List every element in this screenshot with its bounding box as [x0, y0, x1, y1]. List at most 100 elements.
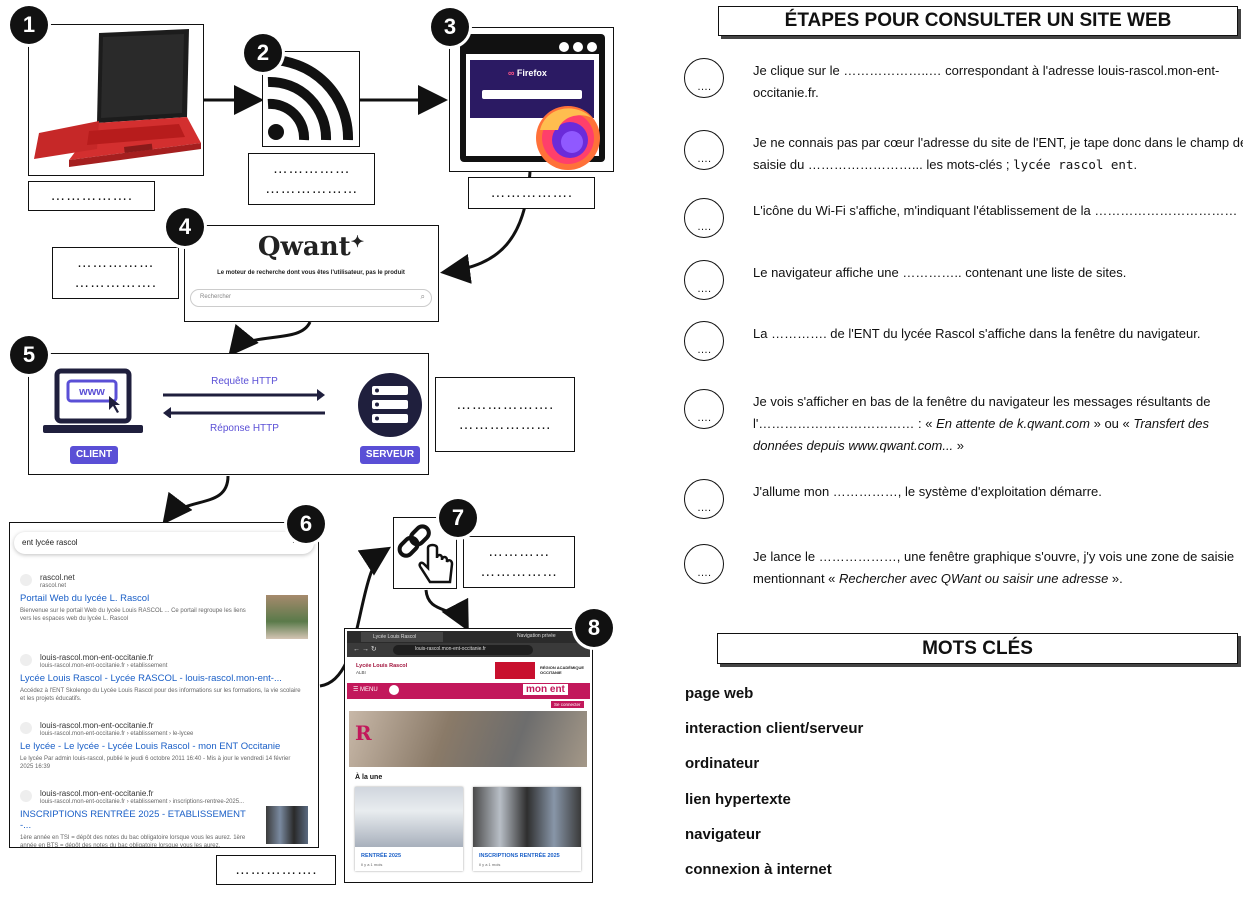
answer-circle[interactable]: …. [684, 479, 724, 519]
qwant-search-input[interactable]: Rechercher ⌕ [190, 289, 432, 307]
serp-url: louis-rascol.mon-ent-occitanie.fr › etab… [40, 799, 245, 805]
answer-box-3[interactable]: ……………. [468, 177, 595, 209]
answer-circle[interactable]: …. [684, 544, 724, 584]
etape-statement: Je vois s'afficher en bas de la fenêtre … [753, 394, 1211, 453]
client-computer-icon: www [43, 368, 143, 433]
step4-qwant-box: Qwant✦ Le moteur de recherche dont vous … [184, 225, 439, 322]
ent-banner-logo: R [355, 721, 372, 745]
ent-card2-title: INSCRIPTIONS RENTRÉE 2025 [479, 853, 560, 859]
answer-box-2[interactable]: …………………………… [248, 153, 375, 205]
occitanie-logo [495, 662, 535, 679]
serp-title[interactable]: Le lycée - Le lycée - Lycée Louis Rascol… [20, 741, 281, 752]
ent-tabbar: Lycée Louis Rascol Navigation privée [347, 631, 590, 643]
step-number-8: 8 [575, 609, 613, 647]
serp-site: louis-rascol.mon-ent-occitanie.fr [40, 721, 154, 730]
keyword: page web [685, 685, 754, 702]
result-thumbnail-4 [266, 806, 308, 844]
wifi-icon [267, 54, 354, 141]
answer-circle[interactable]: …. [684, 130, 724, 170]
ent-header: Lycée Louis Rascol ALBI RÉGION ACADÉMIQU… [347, 657, 590, 683]
serp-url: louis-rascol.mon-ent-occitanie.fr › etab… [40, 663, 168, 669]
step-number-1: 1 [10, 6, 48, 44]
ent-monent-logo: mon ent [523, 684, 568, 695]
arrow-6-7 [319, 546, 392, 688]
students-image [473, 787, 581, 847]
arrow-5-6 [162, 475, 230, 525]
private-search-bar [482, 90, 582, 99]
ent-login[interactable]: Se connecter [551, 701, 584, 708]
ent-card-1[interactable]: RENTRÉE 2025 Il y a 1 mois [355, 787, 463, 871]
etape-statement: L'icône du Wi-Fi s'affiche, m'indiquant … [753, 203, 1238, 218]
client-label: CLIENT [70, 446, 118, 464]
answer-box-8[interactable]: ……………. [216, 855, 336, 885]
request-label: Requête HTTP [211, 376, 278, 387]
ent-city: ALBI [356, 670, 366, 675]
serp-search-input[interactable]: ent lycée rascol × [14, 532, 314, 554]
step-number-6: 6 [287, 505, 325, 543]
answer-circle[interactable]: …. [684, 321, 724, 361]
site-favicon-icon [20, 722, 32, 734]
ent-banner: R [349, 711, 587, 767]
menu-icon[interactable]: ☰ MENU [353, 687, 378, 693]
search-icon: ⌕ [420, 292, 425, 301]
answer-box-4[interactable]: …………………………. [52, 247, 179, 299]
answer-box-1[interactable]: ……………. [28, 181, 155, 211]
ent-card1-date: Il y a 1 mois [361, 862, 383, 867]
response-label: Réponse HTTP [210, 423, 279, 434]
http-arrows [163, 389, 325, 418]
keyword: connexion à internet [685, 861, 832, 878]
etape-statement: Je ne connais pas par cœur l'adresse du … [753, 135, 1243, 172]
step8-ent-box: Lycée Louis Rascol Navigation privée ← →… [344, 628, 593, 883]
mots-title: MOTS CLÉS [717, 633, 1238, 664]
ent-menu: MENU [360, 687, 378, 693]
keyword: lien hypertexte [685, 790, 791, 808]
site-favicon-icon [20, 654, 32, 666]
ent-region: RÉGION ACADÉMIQUE OCCITANIE [540, 665, 585, 675]
serp-title[interactable]: Lycée Louis Rascol - Lycée RASCOL - loui… [20, 673, 282, 684]
ent-search-icon[interactable] [389, 685, 399, 695]
ent-card-2[interactable]: INSCRIPTIONS RENTRÉE 2025 Il y a 1 mois [473, 787, 581, 871]
nav-arrows-icon[interactable]: ← → ↻ [353, 646, 377, 653]
firefox-label: Firefox [516, 68, 547, 78]
serp-title[interactable]: INSCRIPTIONS RENTRÉE 2025 - ETABLISSEMEN… [20, 809, 246, 831]
serp-site: louis-rascol.mon-ent-occitanie.fr [40, 653, 154, 662]
www-label: www [78, 386, 105, 398]
site-favicon-icon [20, 790, 32, 802]
answer-circle[interactable]: …. [684, 260, 724, 300]
step-number-2: 2 [244, 34, 282, 72]
answer-circle[interactable]: …. [684, 58, 724, 98]
hyperlink-click-icon [397, 524, 454, 584]
qwant-tagline: Le moteur de recherche dont vous êtes l'… [217, 270, 405, 276]
ent-url-input[interactable]: louis-rascol.mon-ent-occitanie.fr [393, 645, 533, 655]
ent-card2-date: Il y a 1 mois [479, 862, 501, 867]
step1-laptop-box [28, 24, 204, 176]
ent-tab[interactable]: Lycée Louis Rascol [361, 632, 443, 642]
ent-alaune: À la une [355, 774, 383, 781]
serp-query: ent lycée rascol [22, 538, 78, 547]
ent-card1-title: RENTRÉE 2025 [361, 853, 402, 859]
step-number-4: 4 [166, 208, 204, 246]
answer-box-5[interactable]: ……………….……………… [435, 377, 575, 452]
step7-link-box [393, 517, 457, 589]
serp-desc: Bienvenue sur le portail Web du lycée Lo… [20, 608, 246, 622]
site-favicon-icon [20, 574, 32, 586]
answer-circle[interactable]: …. [684, 198, 724, 238]
step-number-3: 3 [431, 8, 469, 46]
keyword: interaction client/serveur [685, 720, 864, 738]
answer-circle[interactable]: …. [684, 389, 724, 429]
etapes-title: ÉTAPES POUR CONSULTER UN SITE WEB [718, 6, 1238, 36]
ent-url: louis-rascol.mon-ent-occitanie.fr [415, 646, 486, 652]
etape-statement: La …………. de l'ENT du lycée Rascol s'affi… [753, 326, 1201, 341]
arrow-4-5 [228, 321, 312, 357]
clear-icon[interactable]: × [292, 536, 298, 547]
answer-box-7[interactable]: ……………………… [463, 536, 575, 588]
laptop-illustration [34, 29, 201, 167]
ent-pinkbar: ☰ MENU mon ent [347, 683, 590, 699]
firefox-logo-small-icon: ∞ [508, 68, 517, 78]
serp-title[interactable]: Portail Web du lycée L. Rascol [20, 593, 150, 604]
